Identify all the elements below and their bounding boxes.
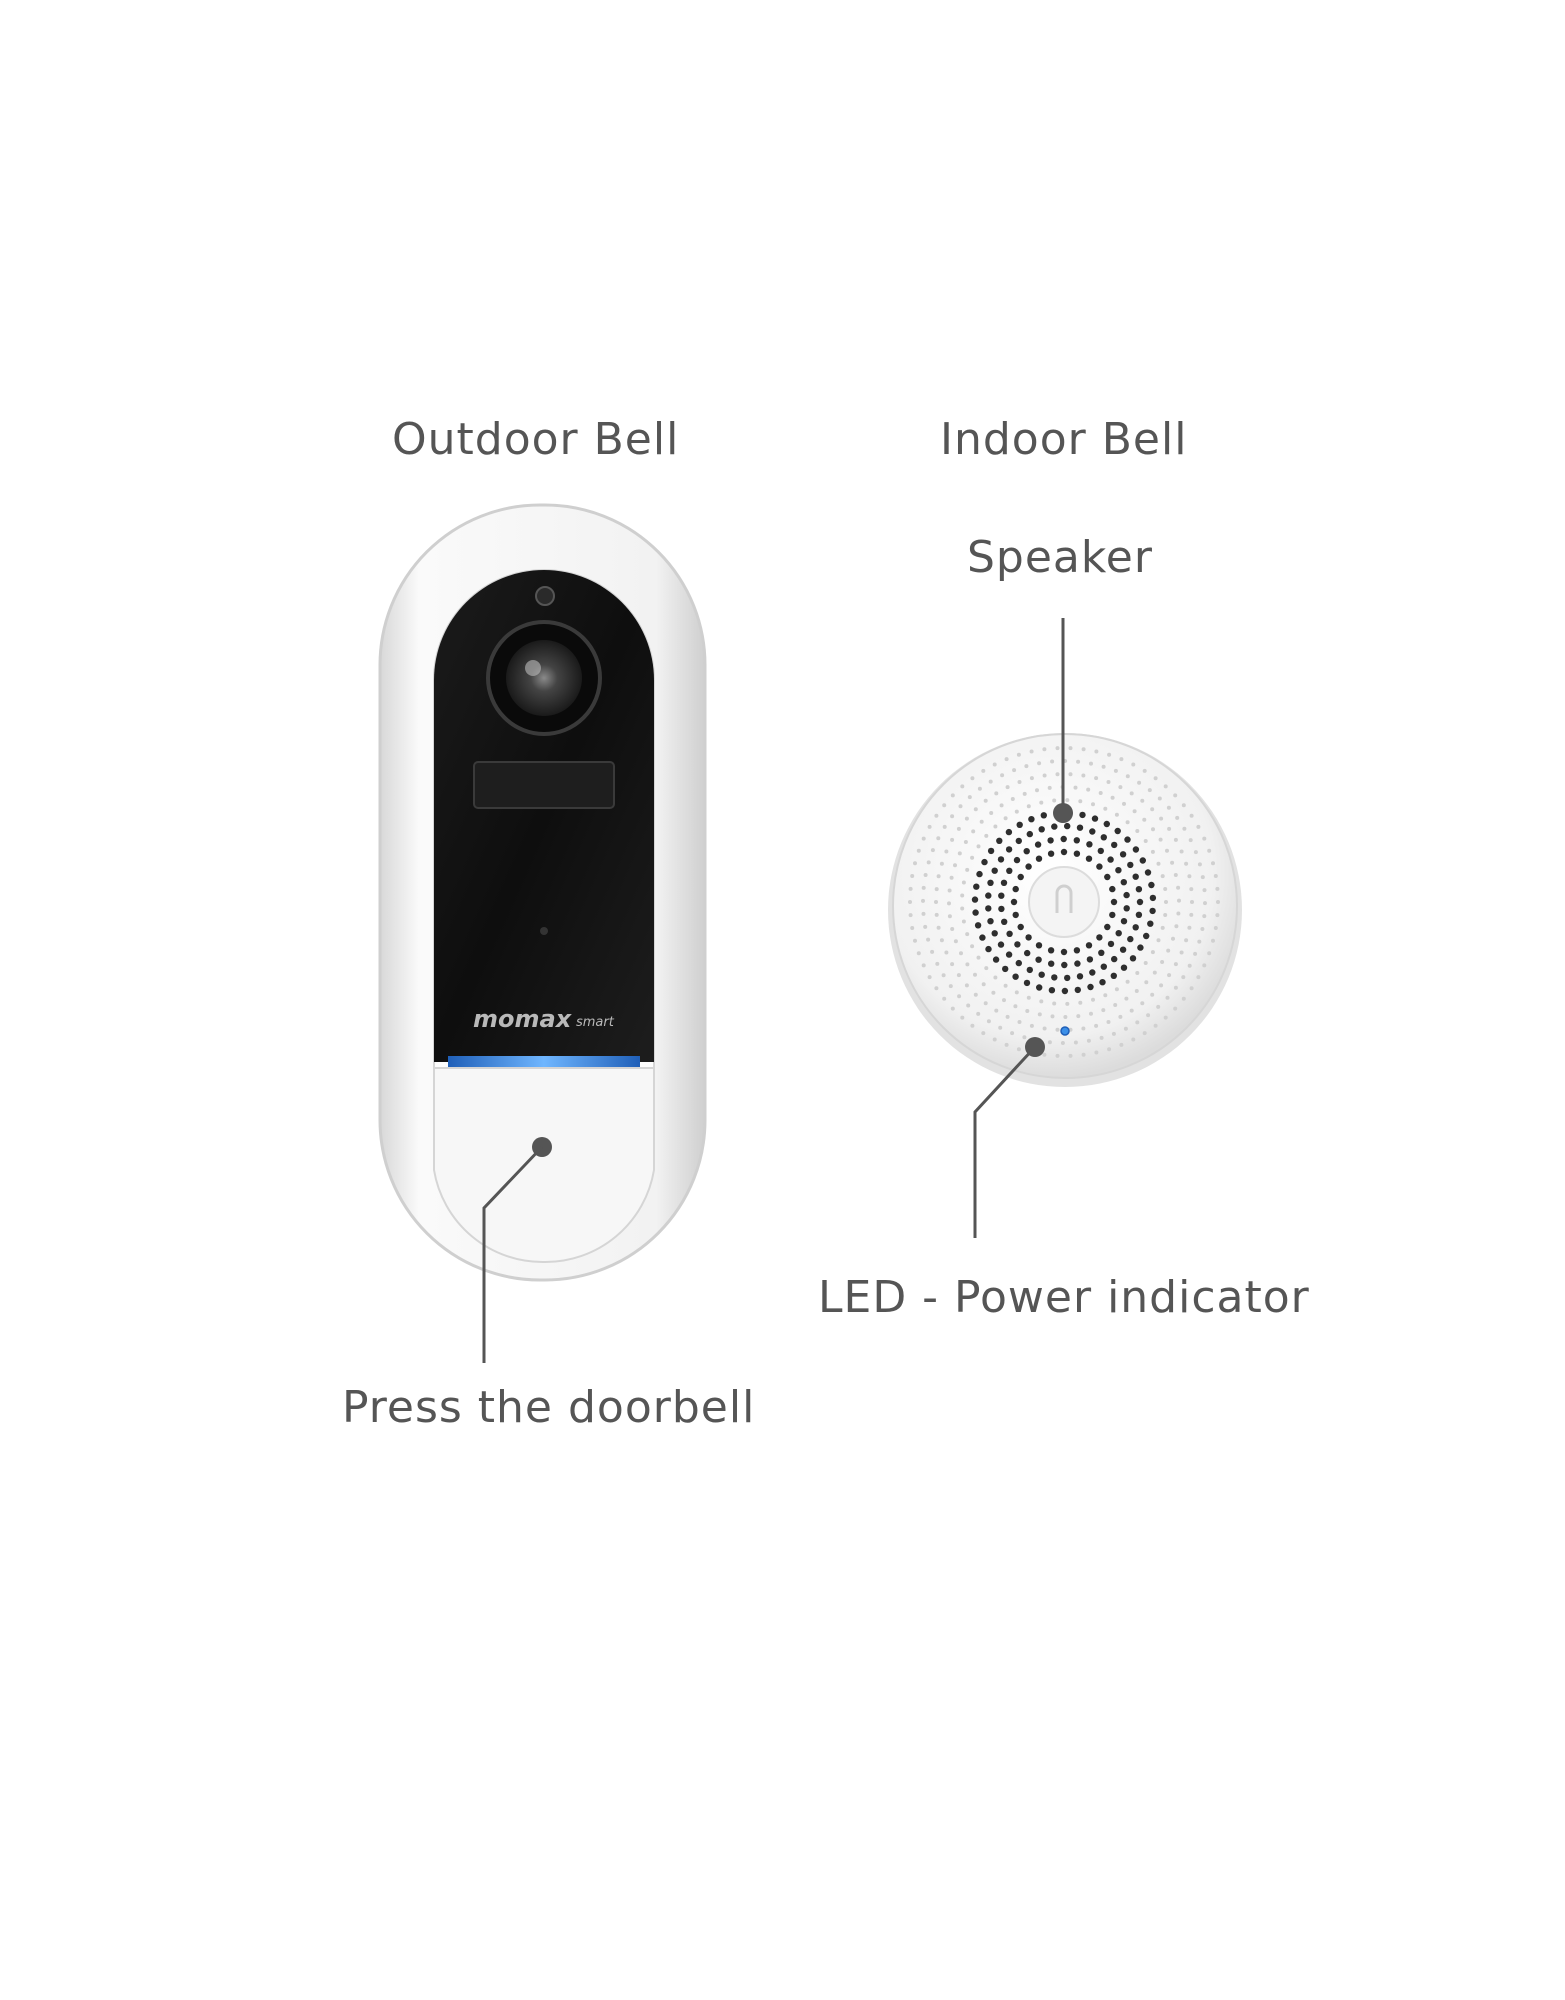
led-indicator (1060, 1026, 1070, 1036)
doorbell-camera-icon: momax smart (378, 503, 707, 1282)
indoor-bell-title: Indoor Bell (940, 414, 1188, 465)
outdoor-bell-title: Outdoor Bell (392, 414, 680, 465)
led-power-indicator-callout-label: LED - Power indicator (818, 1272, 1310, 1323)
brand-name: momax (473, 1005, 573, 1033)
callout-leader-lines (482, 618, 1065, 1363)
chime-speaker-icon (888, 733, 1242, 1087)
press-doorbell-callout-label: Press the doorbell (342, 1382, 756, 1433)
speaker-callout-label: Speaker (967, 532, 1153, 583)
brand-suffix: smart (576, 1015, 615, 1030)
